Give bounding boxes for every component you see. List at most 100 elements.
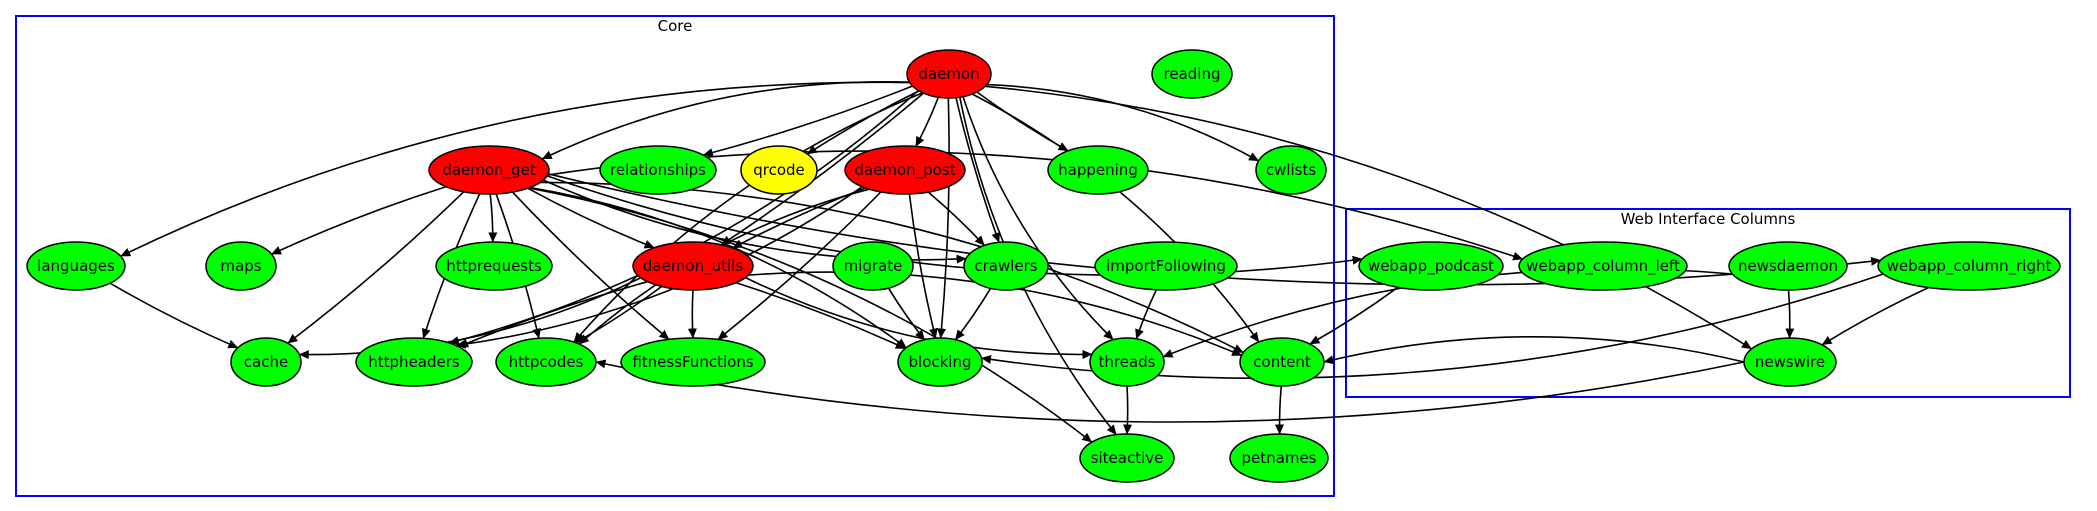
edge-daemon_get-to-fitnessFunctions [511,191,670,341]
node-content-shape [1239,337,1325,387]
node-cwlists[interactable]: cwlists [1255,145,1327,195]
node-webapp_column_left[interactable]: webapp_column_left [1518,241,1688,291]
node-importFollowing[interactable]: importFollowing [1094,241,1238,291]
node-migrate[interactable]: migrate [832,241,914,291]
edge-daemon-to-daemon_post [915,96,940,147]
edge-threads-to-siteactive [1123,385,1133,435]
edge-newswire-to-content [1323,336,1745,365]
node-daemon_utils[interactable]: daemon_utils [632,241,754,291]
edge-daemon-to-crawlers [955,97,1000,243]
node-webapp_column_right-label: webapp_column_right [1887,257,2052,276]
node-daemon_get[interactable]: daemon_get [428,145,550,195]
node-languages-label: languages [37,257,115,275]
node-migrate-shape [832,241,914,291]
node-webapp_column_right[interactable]: webapp_column_right [1877,241,2061,291]
edge-daemon_get-to-daemon_utils [527,187,655,249]
edge-content-to-petnames [1274,385,1284,435]
node-reading-label: reading [1164,65,1221,83]
node-languages[interactable]: languages [26,241,126,291]
node-httpheaders-shape [355,337,473,387]
edge-newsdaemon-to-newswire [1785,289,1795,339]
node-newswire[interactable]: newswire [1743,337,1837,387]
node-webapp_column_right-shape [1877,241,2061,291]
edge-daemon-to-newswire [984,85,1752,350]
node-relationships-label: relationships [610,161,706,179]
node-crawlers-shape [963,241,1049,291]
cluster-web-box [1345,208,2071,398]
node-importFollowing-label: importFollowing [1106,257,1226,275]
node-siteactive-label: siteactive [1091,449,1164,467]
node-webapp_podcast[interactable]: webapp_podcast [1358,241,1504,291]
node-blocking-shape [897,337,983,387]
node-webapp_column_left-label: webapp_column_left [1526,257,1680,276]
node-daemon_post-shape [844,145,966,195]
edge-migrate-to-blocking [887,287,926,341]
node-petnames-label: petnames [1242,449,1317,467]
edge-daemon_post-to-blocking [908,193,938,339]
node-siteactive[interactable]: siteactive [1079,433,1175,483]
edge-daemon_post-to-crawlers [927,191,985,246]
node-content[interactable]: content [1239,337,1325,387]
node-cache-shape [230,337,302,387]
node-reading[interactable]: reading [1151,49,1233,99]
node-daemon_utils-shape [632,241,754,291]
node-crawlers-label: crawlers [974,257,1037,275]
node-newswire-shape [1743,337,1837,387]
edge-daemon_utils-to-httpcodes [575,285,663,344]
node-newsdaemon-label: newsdaemon [1738,257,1838,275]
edge-daemon-to-relationships [702,85,913,157]
node-daemon[interactable]: daemon [906,49,992,99]
node-newsdaemon[interactable]: newsdaemon [1728,241,1848,291]
edge-daemon-to-daemon_get [541,81,910,160]
node-cache[interactable]: cache [230,337,302,387]
node-petnames-shape [1229,433,1329,483]
edge-daemon-to-threads [962,96,1114,341]
edge-daemon_post-to-httpheaders [455,186,863,349]
edge-daemon_get-to-cache [287,191,465,344]
node-migrate-label: migrate [844,257,903,275]
node-maps[interactable]: maps [205,241,277,291]
node-fitnessFunctions[interactable]: fitnessFunctions [620,337,766,387]
node-daemon_post-label: daemon_post [854,161,955,180]
node-newswire-label: newswire [1755,353,1825,371]
node-daemon-shape [906,49,992,99]
edge-daemon-to-languages [120,81,910,257]
node-httprequests[interactable]: httprequests [435,241,553,291]
node-httpcodes[interactable]: httpcodes [495,337,597,387]
node-httpcodes-shape [495,337,597,387]
node-daemon_utils-label: daemon_utils [643,257,743,276]
edge-languages-to-cache [109,282,239,349]
nodes-layer: daemon reading daemon_get relationships qrco… [26,49,2061,483]
edge-daemon-to-qrcode [806,90,920,155]
node-httprequests-shape [435,241,553,291]
node-happening[interactable]: happening [1047,145,1149,195]
node-relationships[interactable]: relationships [599,145,717,195]
cluster-core-label: Core [658,17,693,35]
edge-webapp_podcast-to-content [1309,286,1399,345]
edge-daemon_utils-to-fitnessFunctions [687,289,697,339]
node-qrcode-shape [740,145,818,195]
node-cwlists-label: cwlists [1266,161,1317,179]
clusters-layer: Core Web Interface Columns [15,15,2071,497]
cluster-core-box [15,15,1335,497]
node-content-label: content [1253,353,1311,371]
node-httpheaders[interactable]: httpheaders [355,337,473,387]
edge-daemon_get-to-siteactive [528,187,1093,443]
node-daemon_post[interactable]: daemon_post [844,145,966,195]
node-blocking[interactable]: blocking [897,337,983,387]
node-webapp_column_left-shape [1518,241,1688,291]
node-qrcode[interactable]: qrcode [740,145,818,195]
edge-daemon_post-to-fitnessFunctions [717,191,882,341]
edge-daemon_utils-to-blocking [735,281,906,350]
edge-daemon_get-to-maps [271,185,447,255]
node-httprequests-label: httprequests [446,257,542,275]
edge-daemon_get-to-httprequests [488,193,498,243]
node-threads-label: threads [1099,353,1156,371]
node-threads[interactable]: threads [1089,337,1165,387]
node-languages-shape [26,241,126,291]
edge-crawlers-to-blocking [954,287,992,341]
node-crawlers[interactable]: crawlers [963,241,1049,291]
node-petnames[interactable]: petnames [1229,433,1329,483]
edge-importFollowing-to-threads [1135,289,1158,340]
